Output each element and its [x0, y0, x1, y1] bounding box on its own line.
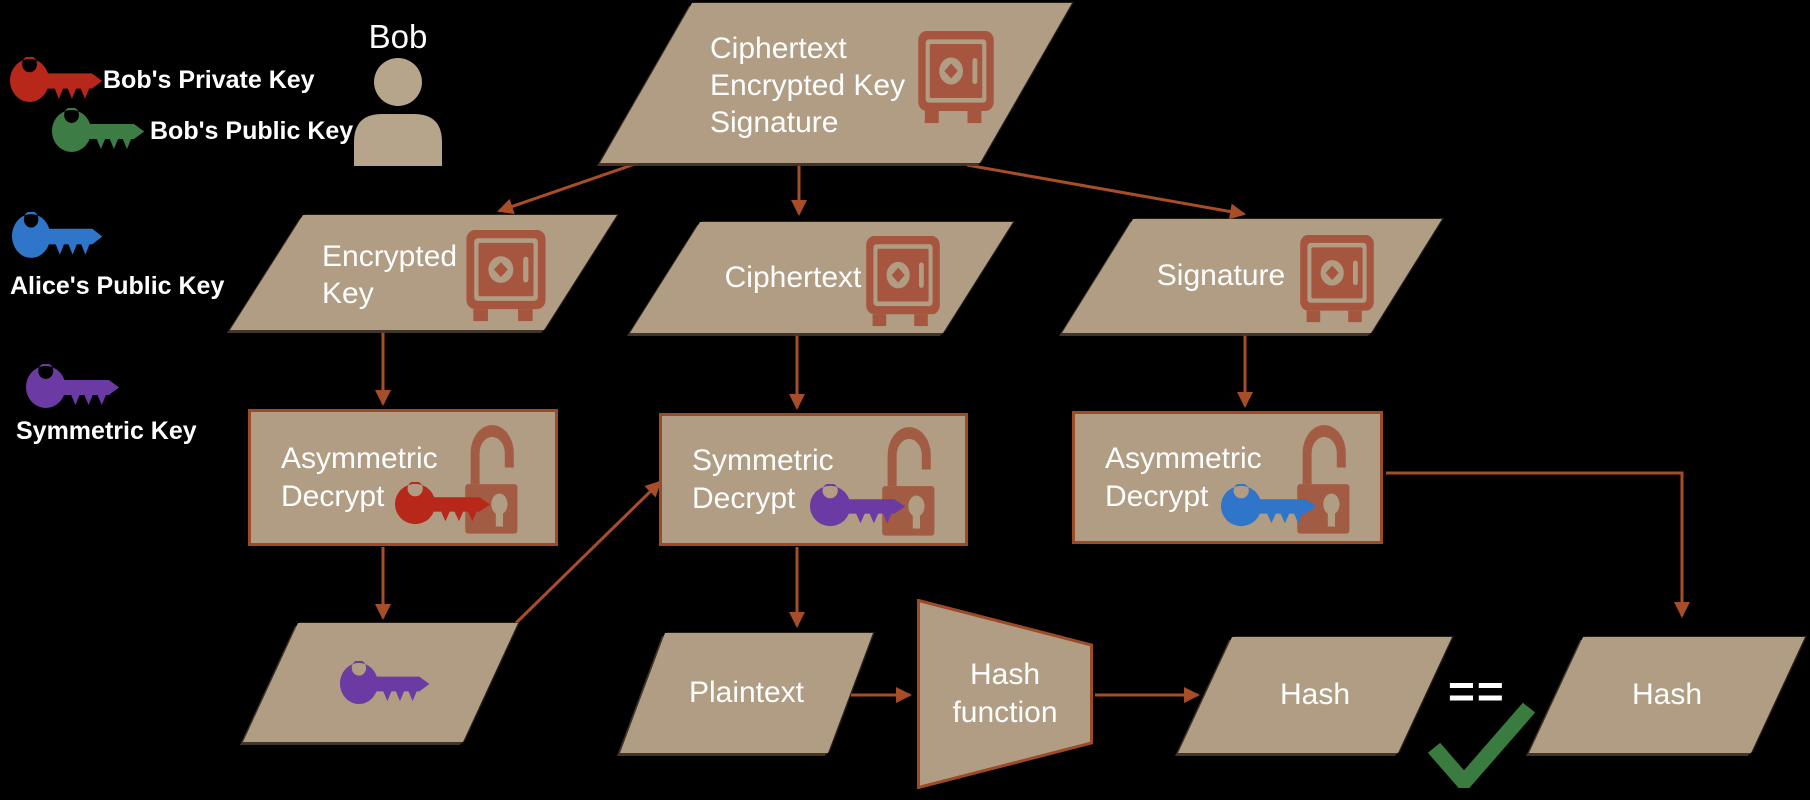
node-label: Hash — [1631, 678, 1703, 711]
box-symmetric-decrypt: Symmetric Decrypt — [659, 413, 968, 546]
key-icon — [52, 108, 145, 152]
equals-operator: == — [1448, 665, 1506, 717]
safe-icon — [463, 230, 549, 322]
legend-label-bobs-public-key: Bob's Public Key — [150, 117, 354, 145]
person-icon — [354, 58, 442, 166]
node-label: Hash — [1279, 678, 1351, 711]
key-icon — [26, 364, 120, 408]
node-ciphertext-encrypted-key-signature: Ciphertext Encrypted Key Signature — [600, 3, 1072, 163]
actor-name: Bob — [368, 18, 428, 55]
node-label: Signature — [1156, 259, 1286, 292]
node-label: Asymmetric Decrypt — [1105, 441, 1262, 513]
key-icon — [340, 661, 432, 706]
node-label: Ciphertext — [710, 32, 847, 65]
box-asymmetric-decrypt-right: Asymmetric Decrypt — [1072, 411, 1383, 544]
safe-icon — [863, 236, 943, 327]
node-ciphertext: Ciphertext — [630, 222, 1013, 333]
box-asymmetric-decrypt-left: Asymmetric Decrypt — [248, 409, 558, 546]
legend-label-alices-public-key: Alice's Public Key — [10, 272, 225, 300]
arrow-combined-to-encrypted-key — [497, 161, 639, 214]
node-label: Encrypted Key — [322, 240, 458, 310]
node-label: Hash function — [952, 658, 1058, 729]
node-hash-left: Hash — [1178, 637, 1452, 753]
arrow-combined-to-signature — [966, 163, 1246, 220]
node-label: Signature — [710, 106, 839, 139]
node-label: Plaintext — [688, 676, 805, 709]
safe-icon — [1297, 235, 1377, 323]
key-icon — [10, 57, 103, 102]
arrow-asym-decrypt-to-hash — [1386, 471, 1690, 618]
node-label: Asymmetric Decrypt — [281, 441, 438, 513]
node-label: Ciphertext — [724, 260, 862, 294]
node-label: Encrypted Key — [710, 69, 906, 102]
node-hash-function — [917, 599, 1093, 789]
node-signature: Signature — [1062, 219, 1442, 333]
node-encrypted-key: Encrypted Key — [230, 215, 617, 330]
check-icon — [1427, 702, 1536, 788]
key-icon — [12, 212, 103, 258]
safe-icon — [915, 31, 997, 124]
legend-label-bobs-private-key: Bob's Private Key — [103, 66, 315, 94]
node-hash-right: Hash — [1529, 637, 1805, 753]
legend-label-symmetric-key: Symmetric Key — [16, 417, 197, 445]
node-plaintext: Plaintext — [620, 633, 873, 753]
node-symmetric-key-output — [243, 623, 518, 742]
node-label: Symmetric Decrypt — [692, 443, 834, 515]
